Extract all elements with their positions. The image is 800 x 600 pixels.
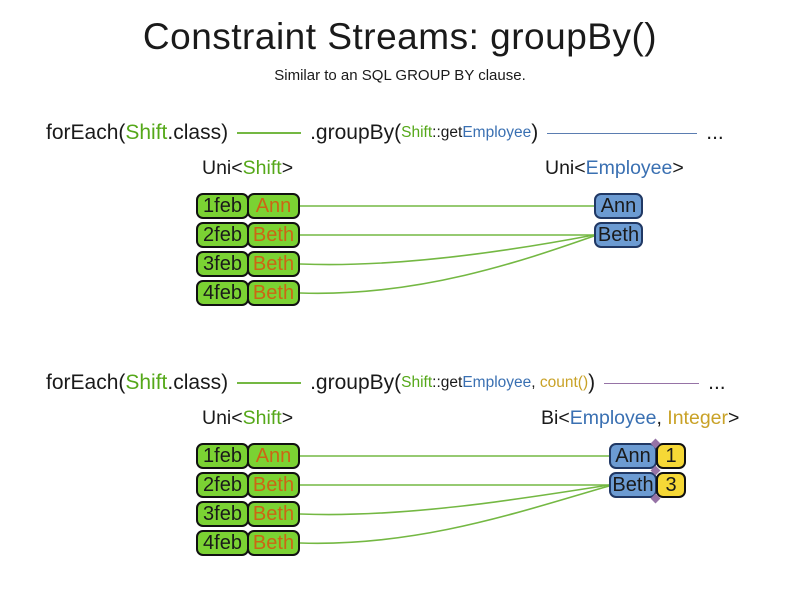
code-class-suffix: .class) xyxy=(167,371,229,394)
code-groupby: .groupBy( xyxy=(310,371,402,394)
subtitle: Similar to an SQL GROUP BY clause. xyxy=(274,67,526,84)
uni-employee-label: Uni<Employee> xyxy=(545,157,684,180)
stream-line-blue xyxy=(547,132,698,134)
date-cell: 4feb xyxy=(196,530,249,556)
uni-shift-label-2: Uni<Shift> xyxy=(202,407,293,430)
label-post: > xyxy=(281,157,294,179)
label-type1: Employee xyxy=(569,407,657,429)
code-arg-employee: Employee xyxy=(462,374,532,391)
label-post: > xyxy=(728,407,740,429)
connector-line xyxy=(299,234,595,266)
count-cell: 3 xyxy=(656,472,686,498)
label-post: > xyxy=(672,157,684,179)
stream-line-purple xyxy=(604,382,700,384)
code-ellipsis: ... xyxy=(706,121,724,144)
employee-cell: Beth xyxy=(609,472,657,498)
label-pre: Uni< xyxy=(202,157,243,179)
name-cell: Beth xyxy=(247,472,300,498)
code-ellipsis: ... xyxy=(708,371,726,394)
code-arg-shift: Shift xyxy=(401,374,433,391)
code-arg-shift: Shift xyxy=(401,124,433,141)
label-pre: Bi< xyxy=(541,407,570,429)
name-cell: Beth xyxy=(247,280,300,306)
employee-cell: Ann xyxy=(609,443,657,469)
name-cell: Ann xyxy=(247,193,300,219)
code-close-paren: ) xyxy=(531,121,539,144)
label-type2: Integer xyxy=(667,407,729,429)
date-cell: 4feb xyxy=(196,280,249,306)
employee-table-1: Ann Beth xyxy=(594,193,643,251)
bi-employee-integer-label: Bi<Employee, Integer> xyxy=(541,407,739,430)
date-cell: 2feb xyxy=(196,472,249,498)
code-arg-count: count() xyxy=(539,374,589,391)
label-post: > xyxy=(281,407,294,429)
code-foreach: forEach( xyxy=(46,371,126,394)
code-row-2: forEach(Shift.class) .groupBy(Shift::get… xyxy=(46,370,726,396)
label-type: Shift xyxy=(242,157,282,179)
code-row-1: forEach(Shift.class) .groupBy(Shift::get… xyxy=(46,120,724,146)
name-cell: Beth xyxy=(247,251,300,277)
code-shift-class: Shift xyxy=(125,121,168,144)
date-cell: 1feb xyxy=(196,443,249,469)
employee-cell: Beth xyxy=(594,222,643,248)
stream-line-green xyxy=(237,382,302,384)
name-cell: Beth xyxy=(247,501,300,527)
date-cell: 2feb xyxy=(196,222,249,248)
connector-line xyxy=(299,484,610,516)
code-arg-comma: , xyxy=(531,374,540,391)
date-cell: 1feb xyxy=(196,193,249,219)
code-arg-getter: ::get xyxy=(432,124,463,141)
name-cell: Ann xyxy=(247,443,300,469)
uni-shift-label-1: Uni<Shift> xyxy=(202,157,293,180)
code-shift-class: Shift xyxy=(125,371,168,394)
label-type: Employee xyxy=(585,157,673,179)
date-cell: 3feb xyxy=(196,501,249,527)
label-sep: , xyxy=(656,407,668,429)
label-type: Shift xyxy=(242,407,282,429)
page-title: Constraint Streams: groupBy() xyxy=(142,16,658,57)
stream-line-green xyxy=(237,132,302,134)
name-cell: Beth xyxy=(247,222,300,248)
label-pre: Uni< xyxy=(545,157,586,179)
connector-line xyxy=(299,235,595,295)
connector-line xyxy=(299,485,610,545)
code-close-paren: ) xyxy=(588,371,596,394)
code-foreach: forEach( xyxy=(46,121,126,144)
date-cell: 3feb xyxy=(196,251,249,277)
name-cell: Beth xyxy=(247,530,300,556)
code-arg-getter: ::get xyxy=(432,374,463,391)
label-pre: Uni< xyxy=(202,407,243,429)
code-groupby: .groupBy( xyxy=(310,121,402,144)
employee-cell: Ann xyxy=(594,193,643,219)
code-class-suffix: .class) xyxy=(167,121,229,144)
count-cell: 1 xyxy=(656,443,686,469)
code-arg-employee: Employee xyxy=(462,124,532,141)
